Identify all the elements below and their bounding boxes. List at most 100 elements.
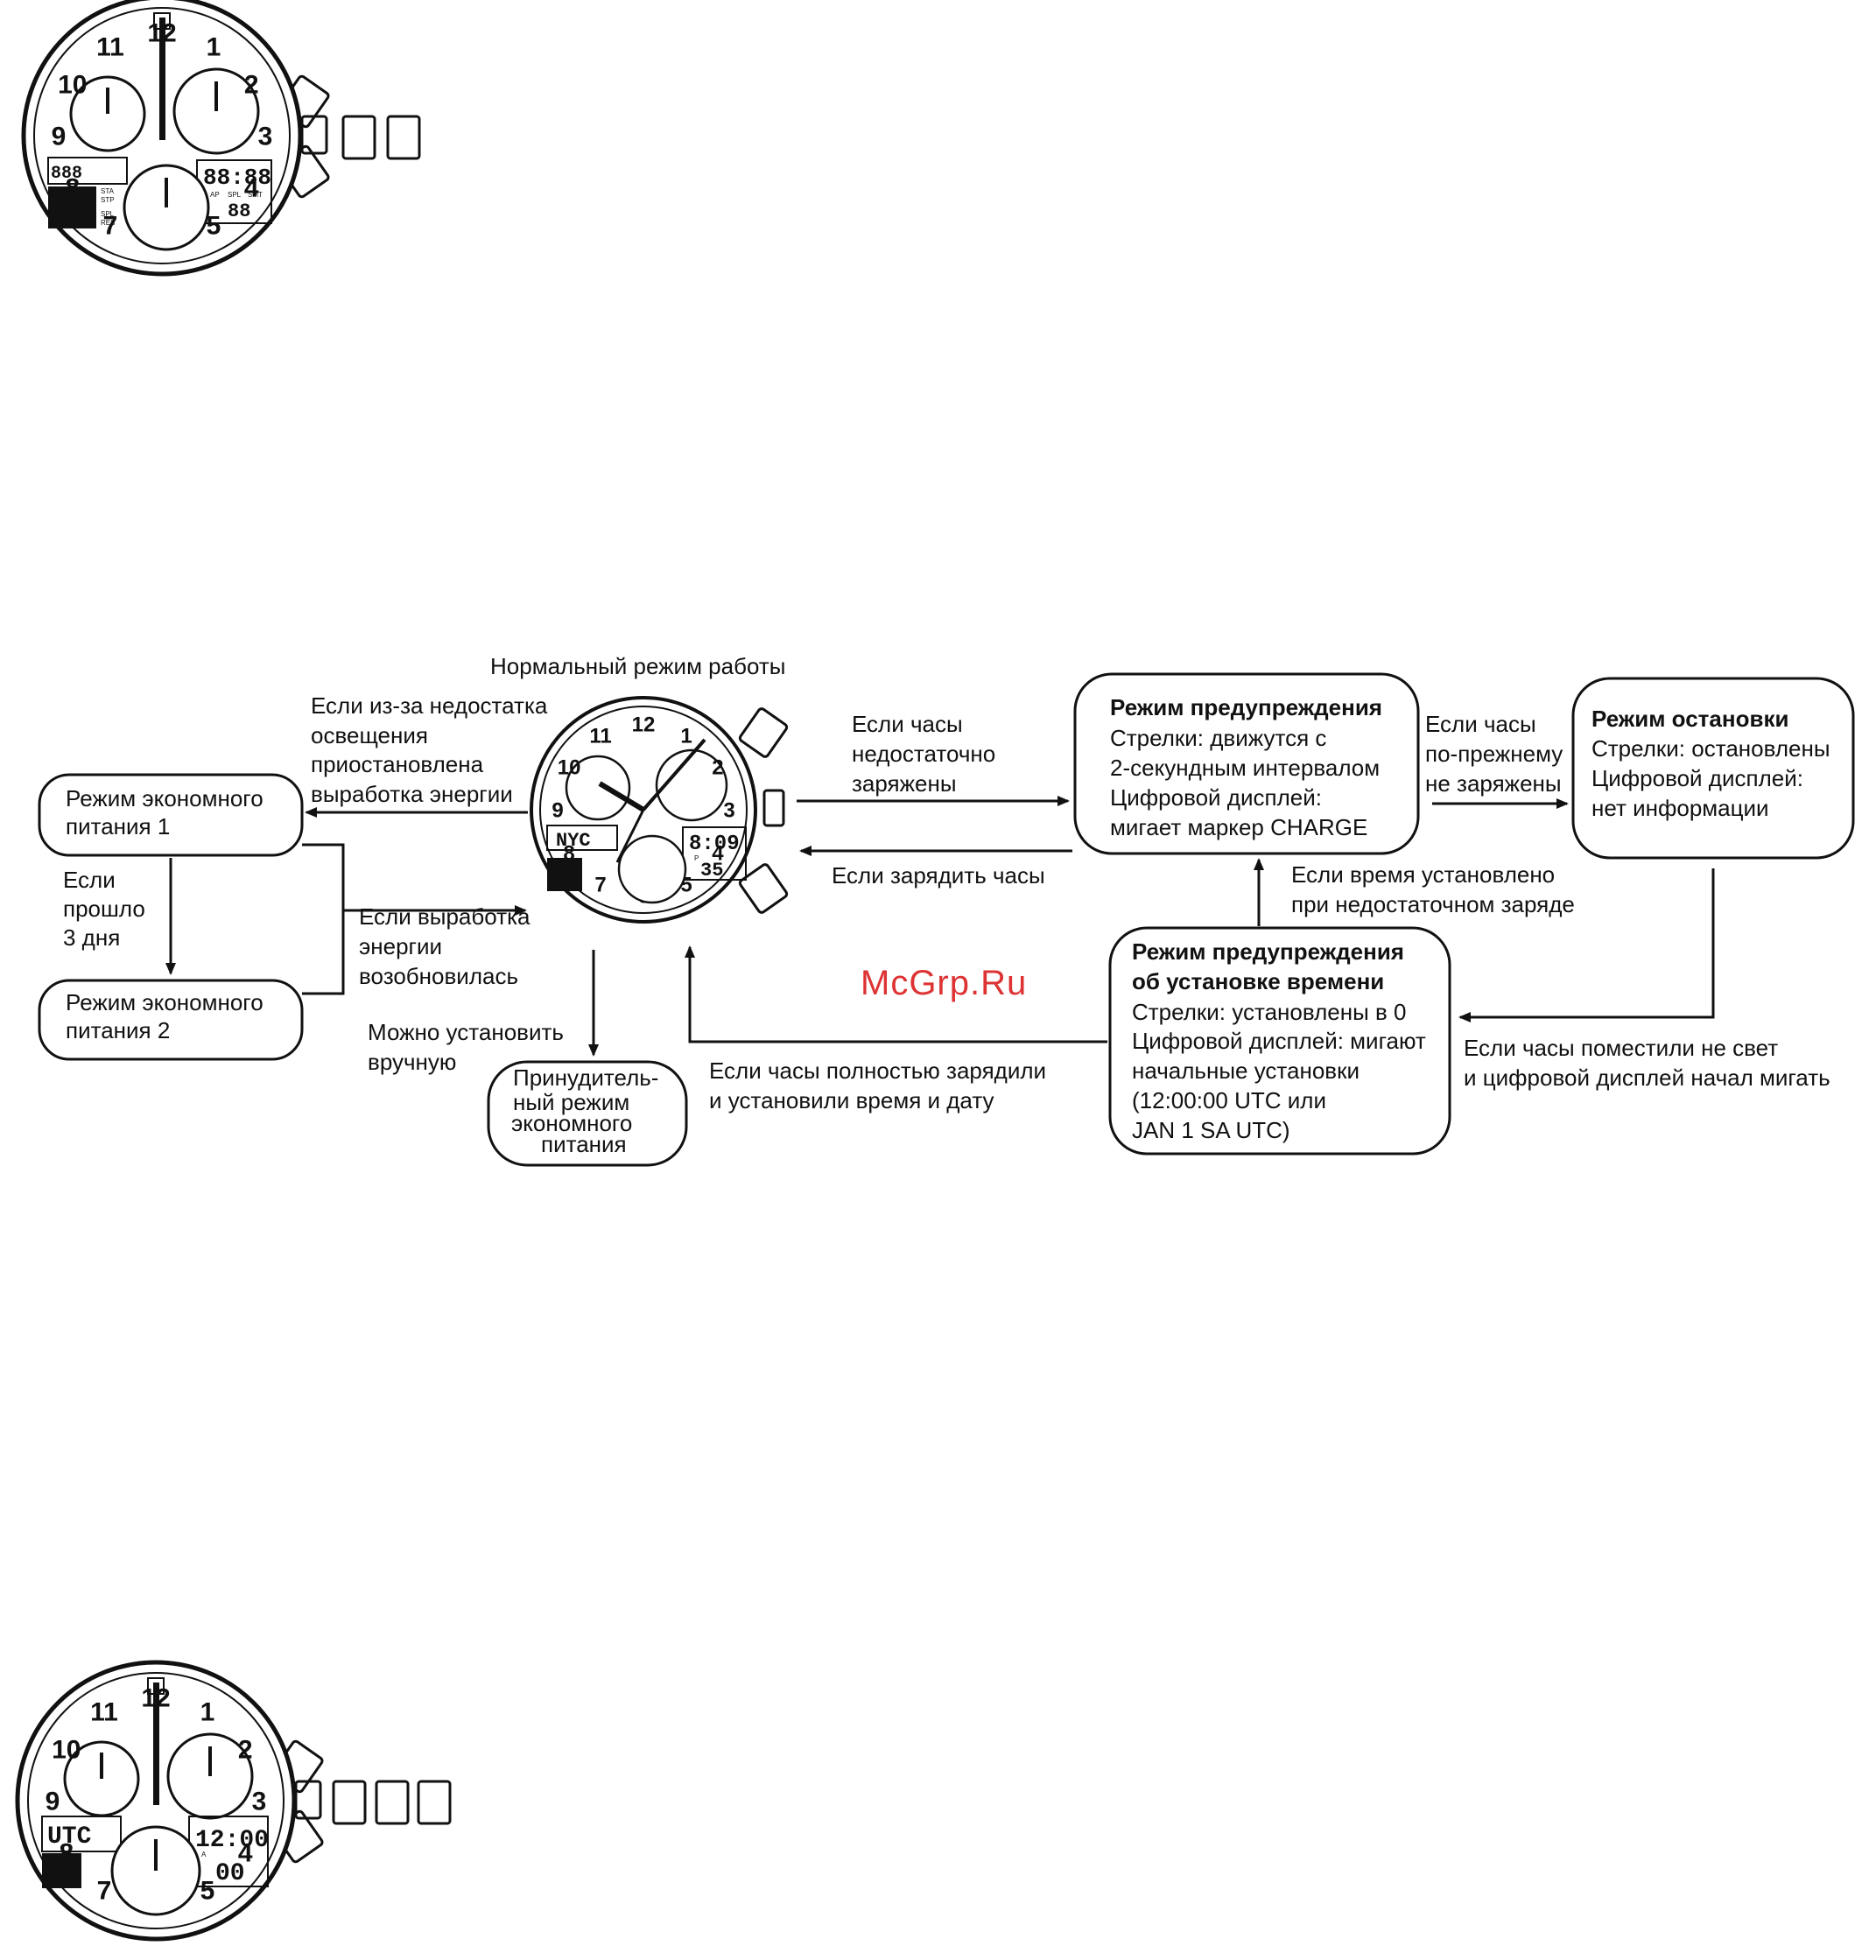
dial-numeral: 2 (244, 71, 259, 100)
stop-mode-line: нет информации (1591, 795, 1769, 821)
time-warning-mode-line: (12:00:00 UTC или (1132, 1087, 1326, 1113)
normal-mode-watch-illustration: 121234567891011 NYC 8:09 P 35 (530, 696, 789, 924)
forced-eco-mode-box (487, 1060, 688, 1167)
time-warning-mode-line: Стрелки: установлены в 0 (1132, 999, 1406, 1025)
svg-text:Если: Если (63, 867, 116, 893)
svg-text:CHARGE: CHARGE (48, 189, 78, 197)
label-manual-set: Можно установить вручную (368, 1019, 564, 1075)
svg-text:заряжены: заряжены (852, 770, 957, 797)
svg-text:Если часы полностью зарядили: Если часы полностью зарядили (709, 1057, 1046, 1084)
label-three-days: Если прошло 3 дня (63, 867, 145, 951)
svg-text:недостаточно: недостаточно (852, 741, 995, 767)
svg-text:при недостаточном заряде: при недостаточном заряде (1291, 891, 1575, 917)
label-light-loss: Если из-за недостатка освещения приостан… (311, 692, 548, 807)
label-still-not-charged: Если часы по-прежнему не заряжены (1425, 711, 1563, 797)
dial-numeral: 12 (632, 713, 656, 736)
time-warning-mode-box (1108, 926, 1451, 1156)
dial-numeral: 2 (238, 1736, 253, 1765)
svg-text:Если часы поместили не свет: Если часы поместили не свет (1464, 1035, 1778, 1061)
dial-numeral: 5 (207, 212, 221, 241)
forced-eco-mode-text: питания (541, 1131, 627, 1157)
label-full-charge: Если часы полностью зарядили и установил… (709, 1057, 1046, 1113)
top-watch-button-1 (341, 115, 376, 160)
svg-text:P: P (694, 854, 699, 862)
svg-text:вручную: вручную (368, 1049, 456, 1075)
stop-mode-title: Режим остановки (1591, 706, 1788, 732)
svg-text:и установили время и дату: и установили время и дату (709, 1087, 994, 1113)
svg-text:88: 88 (228, 200, 250, 222)
eco-mode-1-text: питания 1 (66, 813, 170, 839)
eco-mode-2-text: Режим экономного (66, 989, 263, 1015)
warning-mode-line: мигает маркер CHARGE (1110, 814, 1367, 840)
svg-text:и цифровой дисплей начал мигат: и цифровой дисплей начал мигать (1464, 1064, 1830, 1091)
svg-text:A: A (201, 1851, 207, 1858)
dial-numeral: 3 (723, 798, 734, 822)
top-watch-button-2 (386, 115, 421, 160)
dial-numeral: 3 (258, 123, 273, 151)
dial-numeral: 4 (238, 1839, 253, 1868)
stop-mode-line: Стрелки: остановлены (1591, 735, 1830, 762)
dial-numeral: 2 (712, 755, 723, 779)
warning-mode-line: 2-секундным интервалом (1110, 755, 1380, 781)
dial-numeral: 11 (589, 725, 611, 748)
dial-numeral: 9 (52, 123, 67, 151)
svg-text:выработка энергии: выработка энергии (311, 781, 513, 807)
svg-text:STA: STA (101, 187, 115, 195)
arrow-stop-to-time-warning (1458, 868, 1715, 1022)
svg-text:3 дня: 3 дня (63, 924, 120, 951)
eco-mode-1-box (38, 773, 304, 857)
dial-numeral: 4 (712, 841, 724, 865)
state-diagram: Нормальный режим работы 121234567891011 … (38, 653, 1855, 1167)
forced-eco-mode-text: Принудитель- (513, 1064, 658, 1091)
svg-text:SPL: SPL (101, 210, 115, 218)
dial-numeral: 1 (680, 725, 692, 748)
svg-text:NYC: NYC (556, 830, 591, 852)
svg-text:Если время установлено: Если время установлено (1291, 861, 1555, 888)
warning-mode-line: Стрелки: движутся с (1110, 725, 1326, 751)
svg-text:00: 00 (215, 1860, 245, 1887)
forced-eco-mode-text: ный режим (513, 1089, 629, 1115)
label-not-charged: Если часы недостаточно заряжены (852, 711, 995, 797)
dial-numeral: 9 (552, 798, 563, 822)
arrow-time-warning-to-normal (685, 945, 1107, 1043)
svg-text:8:09: 8:09 (689, 832, 740, 856)
time-warning-mode-line: Цифровой дисплей: мигают (1132, 1028, 1426, 1054)
bottom-watch-illustration: 121234567891011 UTC 12:00 A 00 (15, 1660, 452, 1942)
dial-numeral: 10 (58, 71, 87, 100)
svg-text:освещения: освещения (311, 722, 428, 748)
time-warning-mode-line: начальные установки (1132, 1057, 1360, 1084)
svg-text:Если часы: Если часы (852, 711, 963, 737)
label-charge: Если зарядить часы (832, 862, 1045, 889)
normal-mode-label: Нормальный режим работы (490, 653, 785, 679)
dial-numeral: 7 (594, 873, 606, 896)
connector-eco-resume (302, 843, 345, 995)
svg-text:12:00: 12:00 (195, 1827, 269, 1854)
forced-eco-mode-text: экономного (511, 1110, 632, 1136)
svg-text:энергии: энергии (359, 933, 442, 959)
dial-numeral: 7 (103, 212, 118, 241)
svg-text:прошло: прошло (63, 896, 145, 922)
bottom-watch-button-3 (417, 1780, 452, 1825)
svg-text:Если из-за недостатка: Если из-за недостатка (311, 692, 548, 719)
warning-mode-box (1073, 672, 1420, 855)
svg-text:88:88: 88:88 (203, 165, 271, 191)
svg-text:по-прежнему: по-прежнему (1425, 741, 1563, 767)
top-watch-illustration: 121234567891011 88:88 88 888 CHARGE STA … (21, 0, 421, 277)
bottom-watch-button-2 (375, 1780, 410, 1825)
svg-text:AP: AP (210, 191, 220, 199)
svg-text:888: 888 (51, 164, 82, 184)
svg-text:Если выработка: Если выработка (359, 903, 530, 930)
time-warning-mode-title: об установке времени (1132, 968, 1384, 994)
stop-mode-line: Цифровой дисплей: (1591, 765, 1803, 791)
svg-text:Можно установить: Можно установить (368, 1019, 564, 1045)
svg-text:Если часы: Если часы (1425, 711, 1536, 737)
dial-numeral: 11 (96, 32, 124, 61)
eco-mode-1-text: Режим экономного (66, 785, 263, 811)
warning-mode-line: Цифровой дисплей: (1110, 784, 1322, 811)
dial-numeral: 11 (90, 1697, 118, 1726)
svg-text:SPL: SPL (228, 191, 242, 199)
svg-text:STP: STP (101, 196, 115, 204)
eco-mode-2-text: питания 2 (66, 1017, 170, 1043)
time-warning-mode-line: JAN 1 SA UTC) (1132, 1117, 1290, 1143)
